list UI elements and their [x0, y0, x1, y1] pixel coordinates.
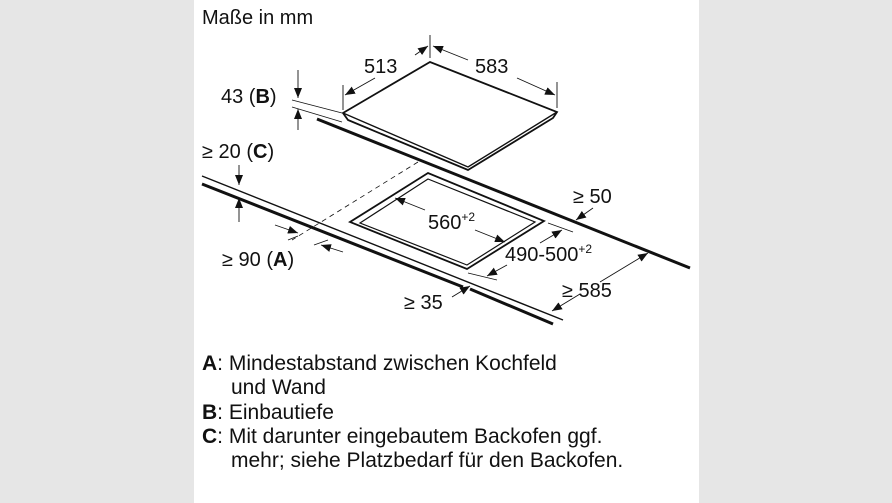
front-worktop [201, 161, 564, 326]
back-gap-label: ≥ 50 [573, 186, 612, 208]
cutout-depth-label: 490-500+2 [505, 242, 592, 266]
hob [341, 61, 559, 172]
install-depth-label: 43 (B) [221, 86, 277, 108]
worktop-depth-label: ≥ 585 [562, 280, 612, 302]
cutout-width-label: 560+2 [428, 210, 475, 234]
dimension-lines [235, 35, 649, 312]
title: Maße in mm [202, 7, 313, 29]
cutout [348, 171, 546, 271]
front-gap-label: ≥ 35 [404, 292, 443, 314]
wall-gap-label: ≥ 90 (A) [222, 249, 294, 271]
legend-b: B: Einbautiefe [202, 401, 334, 424]
oven-gap-label: ≥ 20 (C) [202, 141, 274, 163]
legend-c: C: Mit darunter eingebautem Backofen ggf… [202, 425, 624, 472]
hob-width-label: 583 [475, 56, 508, 78]
hob-depth-label: 513 [364, 56, 397, 78]
